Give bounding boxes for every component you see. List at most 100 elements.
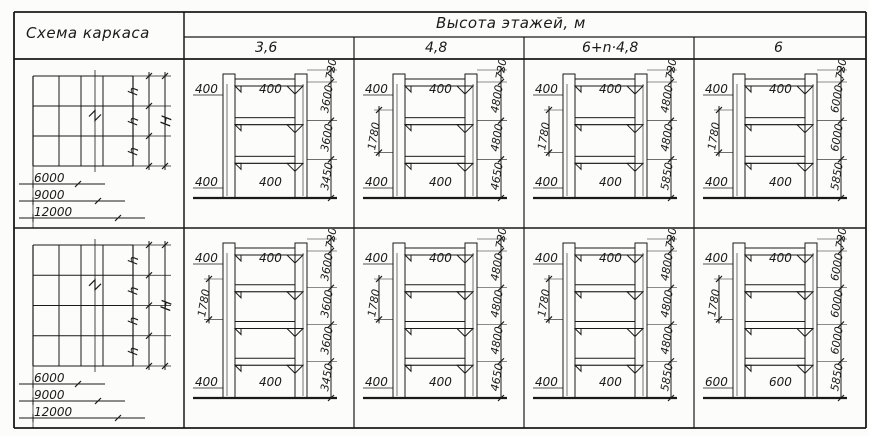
floor-height-mark: h bbox=[126, 255, 142, 266]
dim-tick bbox=[667, 117, 675, 125]
console-bracket bbox=[573, 124, 582, 132]
dim-tick bbox=[327, 78, 335, 86]
floor-height-mark: h bbox=[126, 86, 142, 97]
crossbar bbox=[574, 321, 636, 329]
dim-tick bbox=[161, 241, 169, 249]
column-left bbox=[392, 73, 406, 199]
offset-label: 400 bbox=[769, 251, 792, 265]
floor-height-dimension: 3600 bbox=[318, 289, 336, 319]
dim-tick bbox=[145, 241, 153, 249]
total-height-mark: H bbox=[158, 114, 176, 128]
console-bracket bbox=[233, 291, 242, 299]
console-bracket bbox=[573, 291, 582, 299]
floor-height-dimension: 4800 bbox=[488, 252, 506, 282]
dim-tick bbox=[667, 155, 675, 163]
crossbar bbox=[404, 155, 466, 164]
column-right bbox=[464, 73, 478, 199]
dim-tick bbox=[145, 302, 153, 309]
bay-tick bbox=[94, 197, 102, 205]
dim-tick bbox=[837, 247, 845, 255]
dim-tick bbox=[161, 72, 169, 80]
dim-tick bbox=[497, 78, 505, 86]
dim-tick bbox=[837, 66, 845, 74]
offset-label: 400 bbox=[195, 251, 218, 265]
dim-tick bbox=[667, 284, 675, 292]
crossbar bbox=[744, 117, 806, 126]
floor-height-dimension: 6000 bbox=[828, 123, 846, 153]
floor-height-dimension: 4650 bbox=[488, 161, 506, 191]
floor-height-dimension: 5850 bbox=[658, 362, 676, 392]
dim-tick bbox=[497, 155, 505, 163]
dim-tick bbox=[327, 66, 335, 74]
column-right bbox=[634, 73, 648, 199]
dim-tick bbox=[327, 247, 335, 255]
offset-label: 400 bbox=[429, 251, 452, 265]
top-dimension-label: 720 bbox=[493, 229, 509, 250]
offset-label: 400 bbox=[599, 175, 622, 189]
dim-tick bbox=[837, 284, 845, 292]
offset-label: 400 bbox=[195, 82, 218, 96]
offset-label: 600 bbox=[769, 375, 792, 389]
console-bracket bbox=[743, 162, 752, 171]
top-dimension-label: 720 bbox=[663, 229, 679, 250]
floor-height-dimension: 6000 bbox=[828, 252, 846, 282]
top-dimension-label: 720 bbox=[663, 60, 679, 81]
dim-tick bbox=[837, 78, 845, 86]
dim-tick bbox=[145, 102, 153, 110]
console-bracket bbox=[573, 162, 582, 171]
bay-tick bbox=[114, 214, 122, 222]
console-bracket bbox=[403, 291, 412, 299]
dim-tick bbox=[145, 271, 153, 279]
floor-height-dimension: 4800 bbox=[488, 123, 506, 153]
bay-tick bbox=[74, 180, 82, 188]
dim-tick bbox=[497, 247, 505, 255]
offset-label: 400 bbox=[195, 175, 218, 189]
floor-height-mark: h bbox=[126, 346, 142, 357]
dim-tick bbox=[667, 194, 675, 202]
crossbar bbox=[574, 284, 636, 293]
left-dimension-label: 1780 bbox=[535, 121, 553, 151]
offset-label: 400 bbox=[535, 175, 558, 189]
top-dimension-label: 720 bbox=[323, 60, 339, 81]
offset-label: 400 bbox=[705, 175, 728, 189]
crossbar bbox=[404, 357, 466, 366]
crossbar bbox=[744, 357, 806, 366]
floor-height-dimension: 4800 bbox=[658, 123, 676, 153]
offset-label: 400 bbox=[599, 251, 622, 265]
crossbar bbox=[234, 284, 296, 293]
console-bracket bbox=[743, 124, 752, 132]
column-left bbox=[562, 73, 576, 199]
top-dimension-label: 720 bbox=[833, 60, 849, 81]
column-right bbox=[804, 242, 818, 399]
dim-tick bbox=[497, 394, 505, 402]
dim-tick bbox=[161, 162, 169, 170]
console-bracket bbox=[403, 328, 412, 336]
offset-label: 400 bbox=[365, 375, 388, 389]
dim-tick bbox=[667, 321, 675, 328]
height-col-4-8: 4,8 bbox=[425, 40, 448, 56]
floor-height-mark: h bbox=[126, 146, 142, 157]
floor-height-mark: h bbox=[126, 116, 142, 127]
offset-label: 400 bbox=[535, 375, 558, 389]
bay-span-label: 6000 bbox=[34, 171, 65, 185]
console-bracket bbox=[233, 328, 242, 336]
dim-tick bbox=[327, 394, 335, 402]
dim-tick bbox=[497, 117, 505, 125]
floor-height-dimension: 6000 bbox=[828, 84, 846, 114]
floor-height-dimension: 4800 bbox=[658, 84, 676, 114]
dim-tick bbox=[161, 362, 169, 370]
offset-label: 400 bbox=[429, 375, 452, 389]
dim-tick bbox=[497, 66, 505, 74]
bay-span-label: 9000 bbox=[34, 388, 65, 402]
dim-tick bbox=[667, 235, 675, 243]
left-dimension-label: 1780 bbox=[705, 121, 723, 151]
floor-height-dimension: 3600 bbox=[318, 252, 336, 282]
offset-label: 400 bbox=[769, 175, 792, 189]
